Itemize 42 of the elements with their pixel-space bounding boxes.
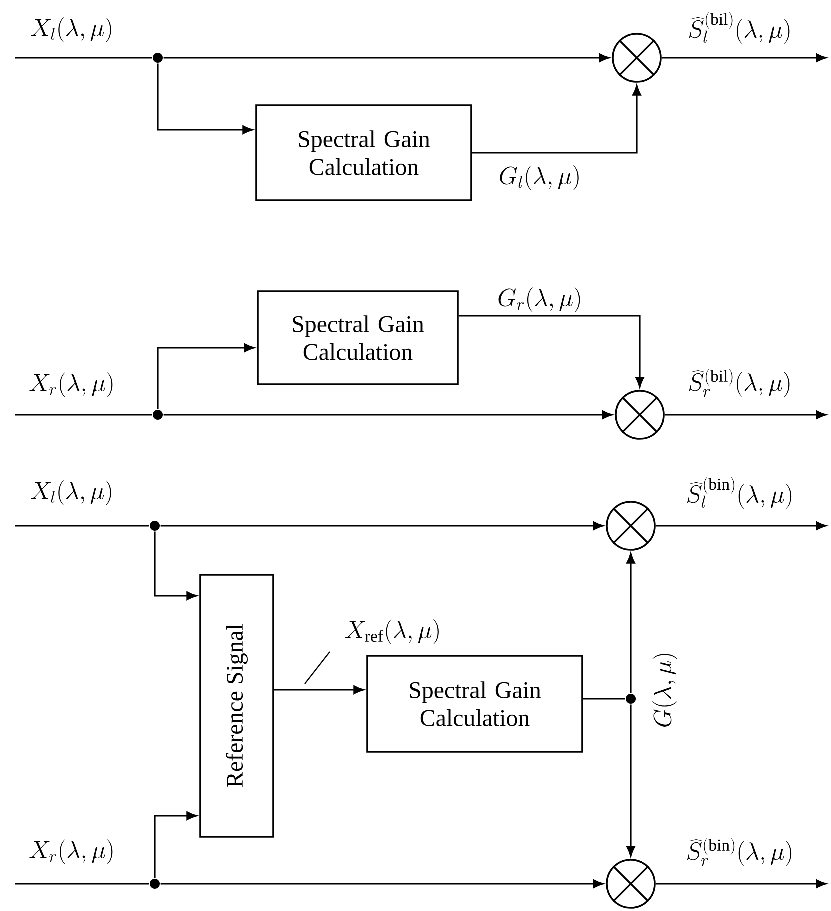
arrow — [472, 85, 642, 154]
arrow — [164, 54, 610, 62]
arrow — [154, 812, 198, 878]
edge-label: $G_l(\lambda, \mu)$ — [500, 166, 579, 190]
multiplier-symbol — [606, 859, 656, 909]
arrow — [662, 54, 827, 62]
edge-label: $X_l(\lambda, \mu)$ — [31, 18, 112, 42]
junction-dot — [153, 410, 163, 420]
edge-label: $\widehat{S}_r^{(\mathrm{bin})}(\lambda, \mu)$ — [687, 838, 792, 866]
arrow — [164, 410, 613, 420]
arrow — [458, 315, 644, 388]
edge-label: $\widehat{S}_r^{(\mathrm{bil})}(\lambda, \mu)$ — [689, 368, 790, 398]
arrow — [626, 704, 636, 857]
junction-dot — [150, 521, 160, 531]
arrow — [154, 532, 198, 600]
edge-label: $X_r(\lambda, \mu)$ — [30, 840, 113, 864]
block-box: Spectral Gain Calculation — [366, 655, 584, 753]
edge-label: $X_r(\lambda, \mu)$ — [30, 372, 113, 398]
junction-dot — [150, 879, 160, 889]
arrow — [157, 344, 255, 410]
arrow — [656, 522, 827, 530]
edge-label: $\widehat{S}_l^{(\mathrm{bin})}(\lambda, \mu)$ — [687, 477, 792, 509]
arrow — [160, 880, 604, 888]
multiplier-symbol — [615, 390, 665, 440]
junction-dot — [153, 53, 163, 63]
arrow — [274, 686, 364, 694]
block-box: Reference Signal — [200, 574, 274, 838]
multiplier-symbol — [612, 33, 662, 83]
edge-label: $G(\lambda, \mu)$ — [652, 654, 678, 727]
arrow — [160, 522, 604, 530]
edge-label: $X_{\mathrm{ref}}(\lambda, \mu)$ — [345, 620, 439, 644]
arrow — [157, 64, 254, 134]
block-box: Spectral Gain Calculation — [257, 290, 459, 386]
block-box: Spectral Gain Calculation — [256, 104, 472, 202]
edge-label: $G_r(\lambda, \mu)$ — [498, 288, 580, 312]
junction-dot — [626, 694, 636, 704]
multiplier-symbol — [606, 501, 656, 551]
arrow — [656, 880, 827, 888]
edge-label: $\widehat{S}_l^{(\mathrm{bil})}(\lambda, \mu)$ — [689, 12, 790, 44]
edge-label: $X_l(\lambda, \mu)$ — [31, 480, 112, 506]
arrow — [626, 553, 636, 694]
arrow — [664, 410, 827, 420]
